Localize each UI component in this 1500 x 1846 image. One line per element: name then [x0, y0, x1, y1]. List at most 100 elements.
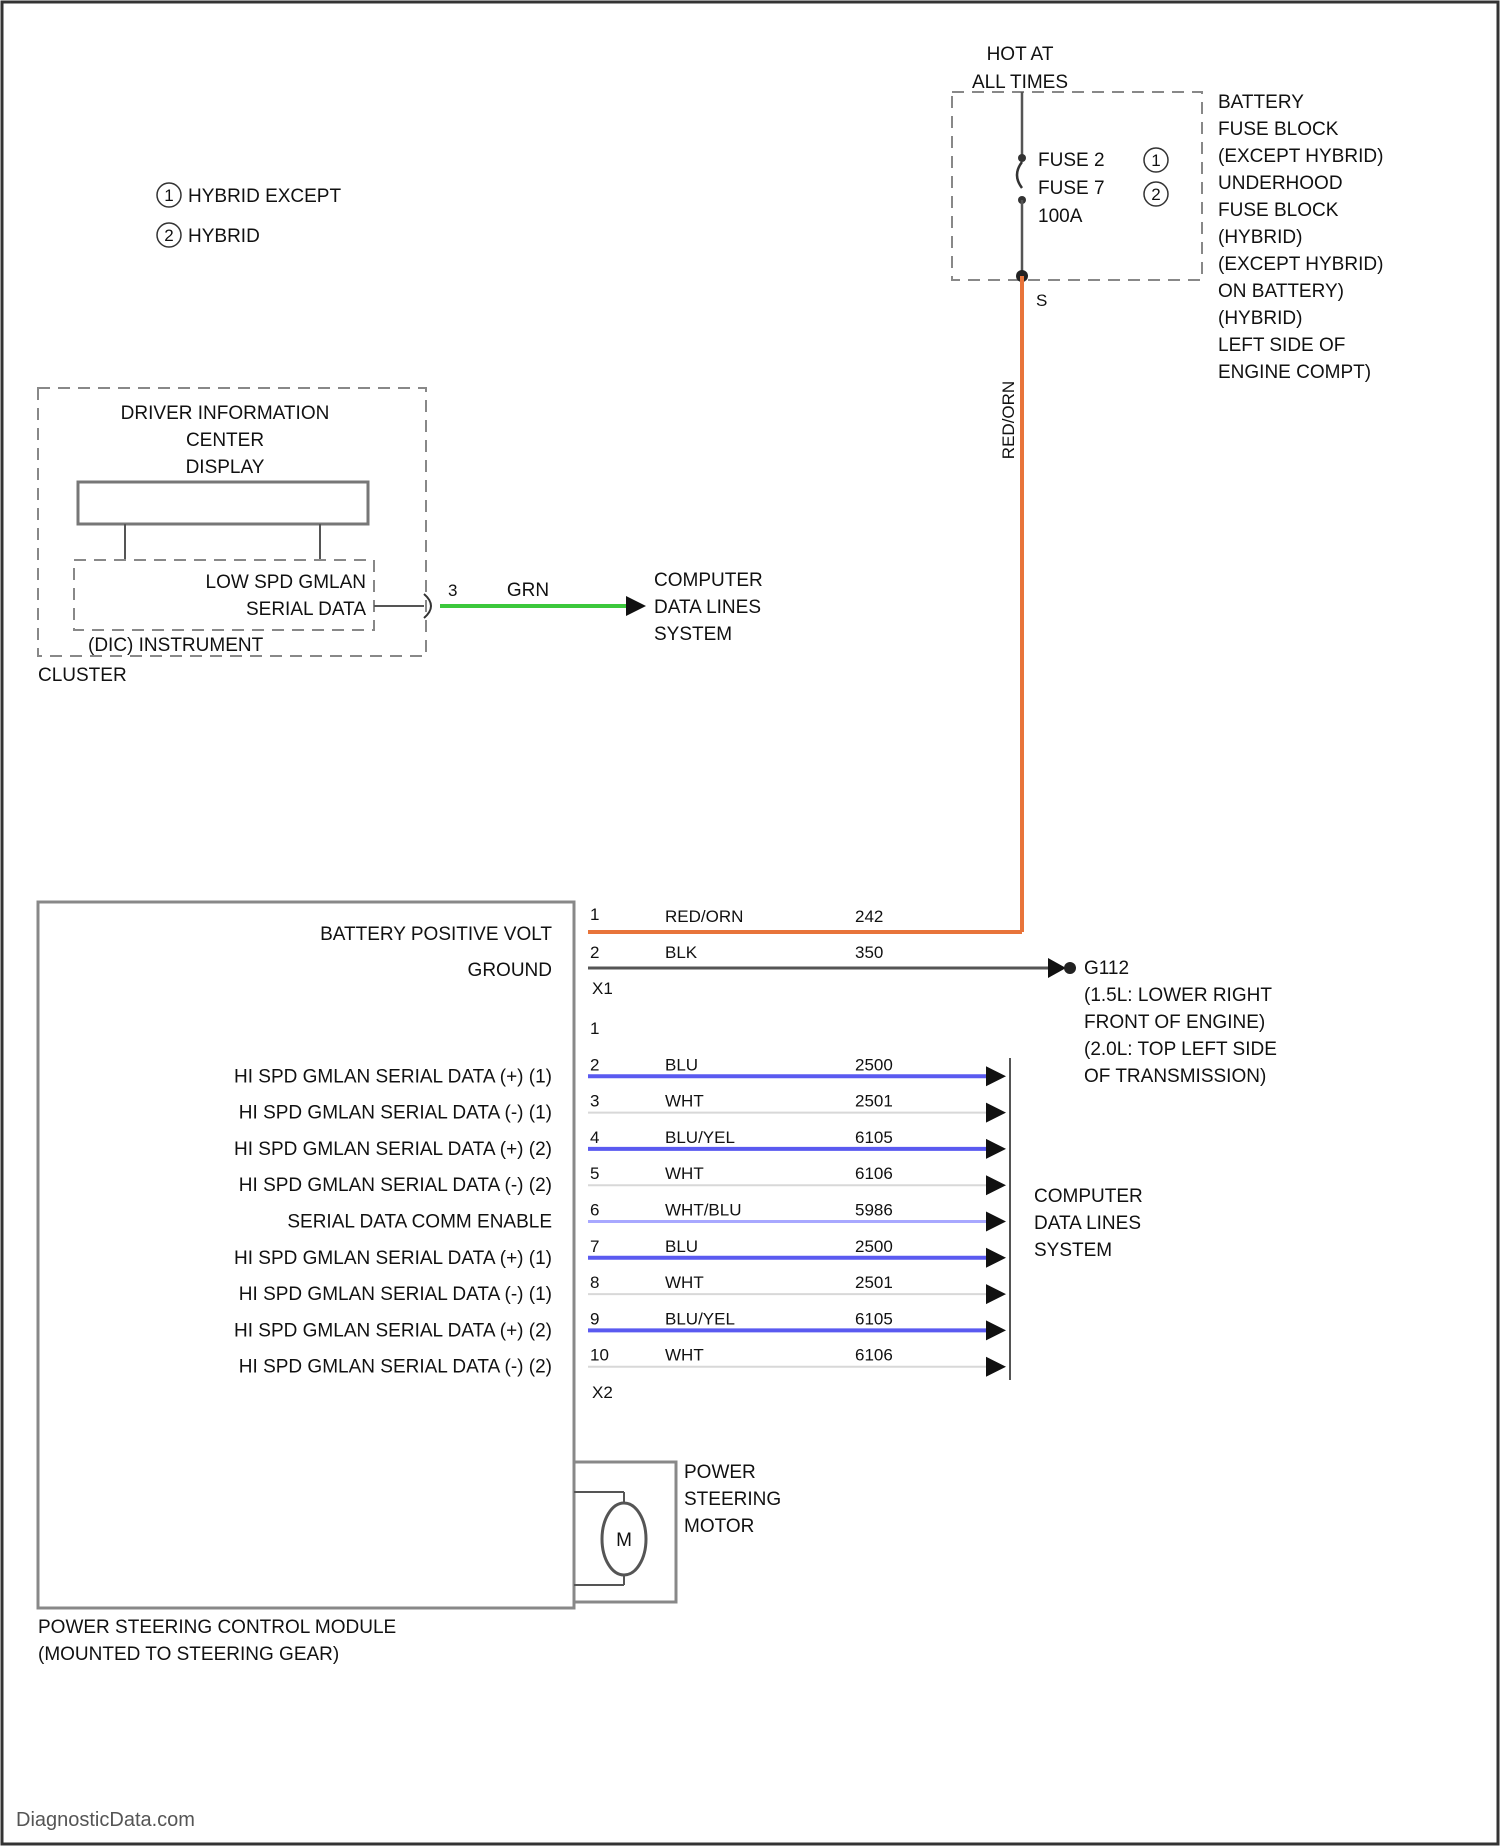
ground-desc-line: OF TRANSMISSION) — [1084, 1066, 1266, 1087]
block-desc-line: (EXCEPT HYBRID) — [1218, 146, 1383, 167]
ground-arrow — [1048, 958, 1066, 978]
data-wire-circuit: 2500 — [855, 1237, 893, 1256]
data-wire-color: BLU — [665, 1055, 698, 1074]
data-wire-circuit: 6105 — [855, 1309, 893, 1328]
data-wire-arrow — [986, 1066, 1006, 1086]
data-wire-circuit: 5986 — [855, 1201, 893, 1220]
connector-x1-label: X1 — [592, 979, 613, 998]
dic-destination-line: COMPUTER — [654, 570, 763, 591]
data-wire-circuit: 6105 — [855, 1128, 893, 1147]
data-wire-arrow — [986, 1248, 1006, 1268]
instrument-cluster: DRIVER INFORMATION CENTER DISPLAY LOW SP… — [38, 388, 457, 686]
x2-pin-number: 10 — [590, 1346, 609, 1365]
dic-title-line: DRIVER INFORMATION — [121, 403, 330, 424]
cluster-label-line: (DIC) INSTRUMENT — [88, 635, 264, 656]
data-wire-arrow — [986, 1320, 1006, 1340]
fuse-2-label: FUSE 2 — [1038, 150, 1105, 171]
block-desc-line: (EXCEPT HYBRID) — [1218, 254, 1383, 275]
x2-pin-number: 6 — [590, 1201, 599, 1220]
x2-pin-number: 1 — [590, 1019, 599, 1038]
ground-id-label: G112 — [1084, 958, 1129, 979]
dic-destination-line: DATA LINES — [654, 597, 761, 618]
data-wire-color: BLU — [665, 1237, 698, 1256]
ground-desc-line: (2.0L: TOP LEFT SIDE — [1084, 1039, 1277, 1060]
cluster-pin-number: 3 — [448, 581, 457, 600]
pin-label-battery-positive-volt: BATTERY POSITIVE VOLT — [320, 924, 552, 945]
data-wire-circuit: 2500 — [855, 1055, 893, 1074]
data-wire-arrow — [986, 1103, 1006, 1123]
dic-title-line: CENTER — [186, 430, 264, 451]
x2-pin-number: 4 — [590, 1128, 599, 1147]
fuse-marker-2-text: 2 — [1151, 185, 1160, 204]
grn-wire-arrow — [626, 596, 646, 616]
x2-pin-number: 7 — [590, 1237, 599, 1256]
data-wire-arrow — [986, 1175, 1006, 1195]
pscm-title-line: POWER STEERING CONTROL MODULE — [38, 1617, 396, 1638]
pin-label-ground: GROUND — [468, 960, 552, 981]
data-wire-color: WHT/BLU — [665, 1201, 742, 1220]
data-wire-color: BLU/YEL — [665, 1309, 735, 1328]
ground-desc-line: (1.5L: LOWER RIGHT — [1084, 985, 1272, 1006]
fuse-marker-1-text: 1 — [1151, 151, 1160, 170]
pin-label: HI SPD GMLAN SERIAL DATA (+) (2) — [234, 1320, 552, 1341]
data-wire-arrow — [986, 1212, 1006, 1232]
x2-pin-number: 9 — [590, 1309, 599, 1328]
x2-pin-number: 2 — [590, 1055, 599, 1074]
pin-label: HI SPD GMLAN SERIAL DATA (-) (1) — [239, 1284, 552, 1305]
data-wire-color: WHT — [665, 1273, 704, 1292]
block-desc-line: LEFT SIDE OF — [1218, 335, 1345, 356]
fuse-block: HOT AT ALL TIMES FUSE 2 FUSE 7 100A 1 2 … — [952, 44, 1383, 383]
data-wire-color: WHT — [665, 1092, 704, 1111]
pin-label: HI SPD GMLAN SERIAL DATA (-) (1) — [239, 1103, 552, 1124]
legend: 1 HYBRID EXCEPT 2 HYBRID — [157, 183, 341, 247]
fuse-block-description: BATTERY FUSE BLOCK (EXCEPT HYBRID) UNDER… — [1218, 92, 1383, 383]
legend-marker-2-text: 2 — [164, 226, 173, 245]
legend-marker-1-text: 1 — [164, 186, 173, 205]
data-destination-line: SYSTEM — [1034, 1240, 1112, 1261]
data-destination-line: COMPUTER — [1034, 1186, 1143, 1207]
fuse-symbol — [1017, 162, 1022, 188]
block-desc-line: FUSE BLOCK — [1218, 200, 1339, 221]
data-wire-arrow — [986, 1284, 1006, 1304]
block-desc-line: FUSE BLOCK — [1218, 119, 1339, 140]
ground-desc-line: FRONT OF ENGINE) — [1084, 1012, 1265, 1033]
pscm: POWER STEERING CONTROL MODULE (MOUNTED T… — [38, 902, 1277, 1665]
fuse-rating-label: 100A — [1038, 206, 1083, 227]
connector-x2-label: X2 — [592, 1383, 613, 1402]
battery-wire-color: RED/ORN — [665, 907, 743, 926]
motor-label-line: POWER — [684, 1462, 756, 1483]
x1-pin-2-number: 2 — [590, 943, 599, 962]
dic-title-line: DISPLAY — [186, 457, 265, 478]
pin-label: HI SPD GMLAN SERIAL DATA (+) (2) — [234, 1139, 552, 1160]
legend-item-hybrid: HYBRID — [188, 226, 260, 247]
pin-label: SERIAL DATA COMM ENABLE — [287, 1212, 552, 1233]
watermark: DiagnosticData.com — [16, 1809, 195, 1831]
block-desc-line: UNDERHOOD — [1218, 173, 1343, 194]
all-times-label: ALL TIMES — [972, 72, 1068, 93]
x2-pin-number: 5 — [590, 1164, 599, 1183]
block-desc-line: BATTERY — [1218, 92, 1304, 113]
block-desc-line: (HYBRID) — [1218, 227, 1302, 248]
data-wire-circuit: 6106 — [855, 1346, 893, 1365]
pin-label: HI SPD GMLAN SERIAL DATA (+) (1) — [234, 1248, 552, 1269]
dic-destination-line: SYSTEM — [654, 624, 732, 645]
cluster-label-line: CLUSTER — [38, 665, 127, 686]
dic-display — [78, 482, 368, 524]
data-wire-arrow — [986, 1357, 1006, 1377]
block-desc-line: ON BATTERY) — [1218, 281, 1344, 302]
battery-wire-circuit: 242 — [855, 907, 883, 926]
data-wire-circuit: 2501 — [855, 1273, 893, 1292]
data-wire-arrow — [986, 1139, 1006, 1159]
x2-pin-number: 8 — [590, 1273, 599, 1292]
grn-wire-color-label: GRN — [507, 580, 549, 601]
data-wire-color: WHT — [665, 1164, 704, 1183]
low-spd-gmlan-label: LOW SPD GMLAN — [206, 572, 366, 593]
data-wire-color: BLU/YEL — [665, 1128, 735, 1147]
block-desc-line: ENGINE COMPT) — [1218, 362, 1371, 383]
x2-pin-number: 3 — [590, 1092, 599, 1111]
pscm-title-line: (MOUNTED TO STEERING GEAR) — [38, 1644, 339, 1665]
fuse-7-label: FUSE 7 — [1038, 178, 1105, 199]
ground-point — [1064, 962, 1076, 974]
motor-m-label: M — [616, 1530, 632, 1551]
